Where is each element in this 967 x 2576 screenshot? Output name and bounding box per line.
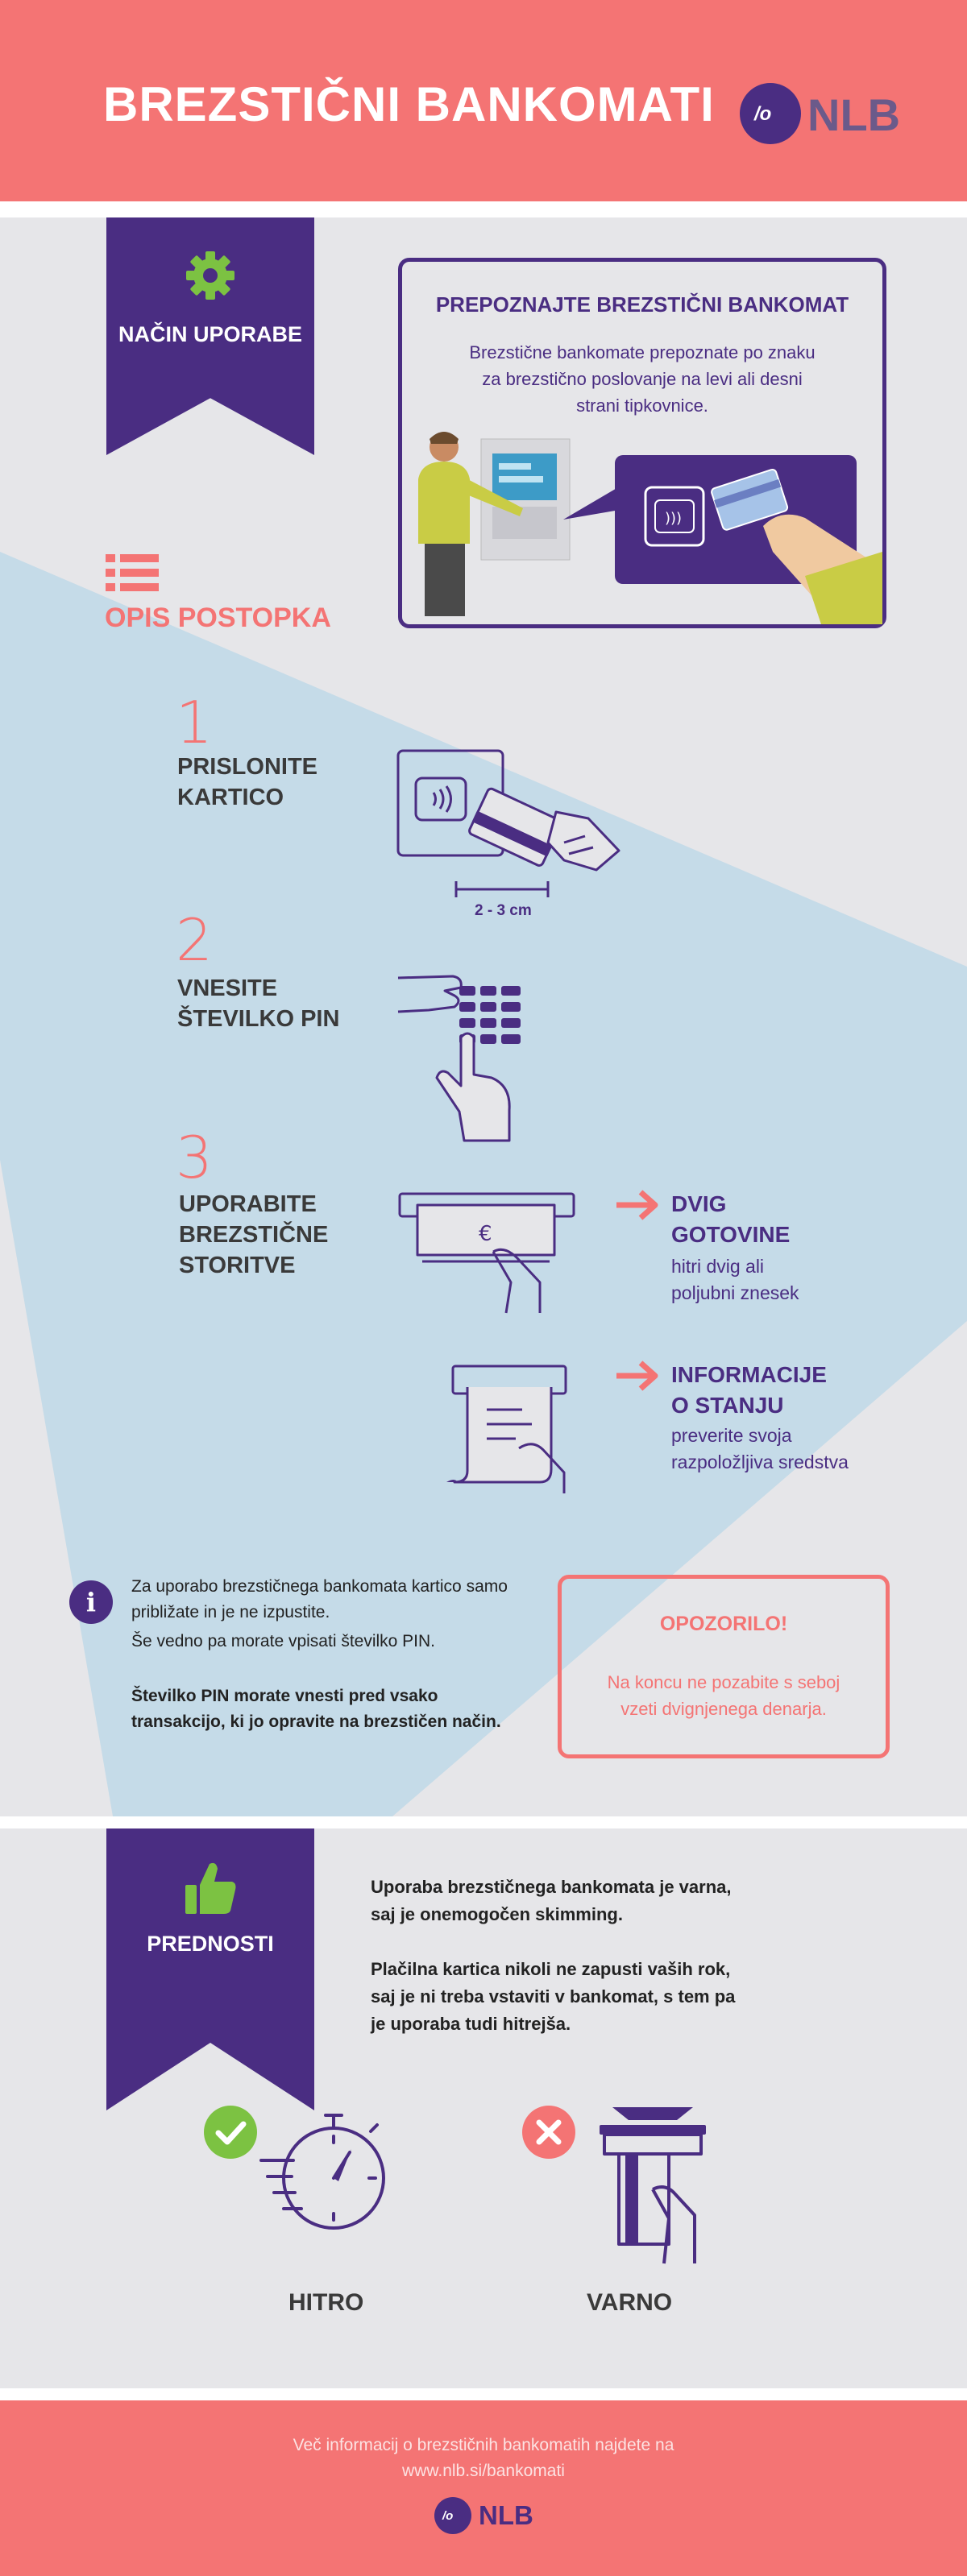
step-2-text: VNESITE ŠTEVILKO PIN [177,975,340,1032]
footer-nlb-logo-text: NLB [479,2500,533,2530]
svg-text:))): ))) [665,510,682,527]
euro-icon: € [479,1222,492,1246]
step-1-text: PRISLONITE KARTICO [177,754,318,810]
keypad-pin-icon [397,975,521,1142]
arrow-right-icon-2 [616,1360,658,1391]
list-icon [106,554,159,591]
header [0,0,967,201]
background-triangle [0,552,967,1816]
cash-withdrawal-icon: € [398,1192,575,1314]
footer [0,2400,967,2576]
distance-label: 2 - 3 cm [475,902,532,919]
advantages-text-2: Plačilna kartica nikoli ne zapusti vaših… [371,1959,736,2034]
step-3-number: 3 [176,1124,213,1191]
stopwatch-icon [259,2114,385,2230]
info-text-bold: Številko PIN morate vnesti pred vsako tr… [131,1687,501,1731]
option-cash-desc: hitri dvig ali poljubni znesek [671,1256,799,1303]
check-icon [204,2106,257,2159]
warning-text: Na koncu ne pozabite s seboj vzeti dvign… [607,1672,840,1719]
footer-link[interactable]: www.nlb.si/bankomati [402,2462,565,2480]
panel-title: PREPOZNAJTE BREZSTIČNI BANKOMAT [435,292,849,317]
warning-title: OPOZORILO! [659,1613,788,1635]
footer-nlb-logo-icon: /o [434,2497,471,2534]
nlb-logo-text: NLB [807,89,901,140]
option-balance-desc: preverite svoja razpoložljiva sredstva [671,1425,849,1472]
fast-label: HITRO [288,2289,364,2316]
step-3-text: UPORABITE BREZSTIČNE STORITVE [179,1191,329,1278]
option-balance-title: INFORMACIJE O STANJU [671,1362,827,1418]
arrow-right-icon [616,1190,658,1220]
advantages-text-1: Uporaba brezstičnega bankomata je varna,… [371,1877,732,1924]
info-icon: i [69,1580,113,1624]
step-2-number: 2 [176,906,213,974]
info-text-2: Še vedno pa morate vpisati številko PIN. [131,1632,436,1650]
safe-label: VARNO [587,2289,673,2316]
info-text-1: Za uporabo brezstičnega bankomata kartic… [131,1577,508,1621]
svg-text:/o: /o [442,2509,453,2523]
option-cash-title: DVIG GOTOVINE [671,1191,791,1247]
atm-illustration: ))) [418,432,882,624]
card-slot-icon [600,2107,706,2264]
warning-box: OPOZORILO! Na koncu ne pozabite s seboj … [558,1575,890,1758]
procedure-title: OPIS POSTOPKA [105,603,331,633]
tap-card-icon [396,749,620,897]
step-1-number: 1 [176,689,213,756]
close-icon [522,2106,575,2159]
page-title: BREZSTIČNI BANKOMATI [103,77,715,131]
usage-banner-label: NAČIN UPORABE [118,322,302,346]
gear-icon [186,251,234,300]
receipt-icon [446,1365,567,1493]
svg-text:/o: /o [753,103,771,125]
recognize-panel: PREPOZNAJTE BREZSTIČNI BANKOMAT Brezstič… [398,258,886,628]
panel-text: Brezstične bankomate prepoznate po znaku… [469,342,816,416]
thumbs-up-icon [185,1862,236,1914]
footer-text: Več informacij o brezstičnih bankomatih … [293,2436,674,2454]
nlb-logo-icon: /o [740,83,801,144]
advantages-banner-label: PREDNOSTI [147,1932,274,1956]
